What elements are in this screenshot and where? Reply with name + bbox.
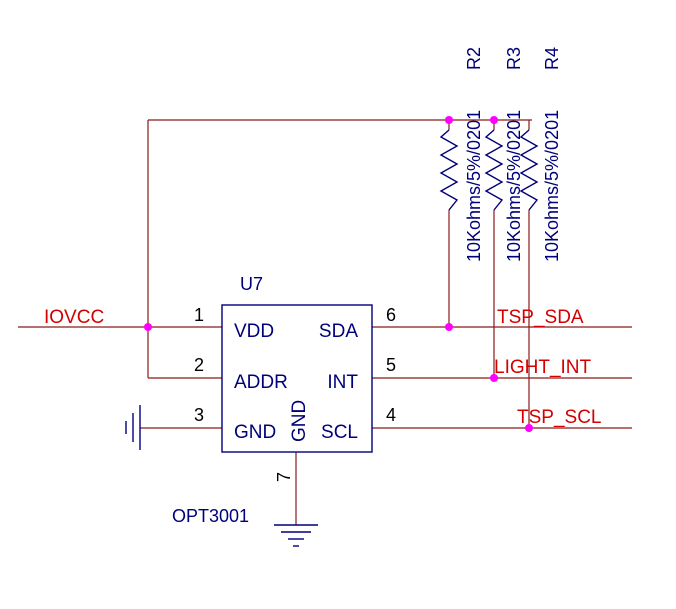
junction-r3-int	[490, 374, 498, 382]
wires	[18, 119, 632, 525]
pin-gnd-pad-name: GND	[289, 400, 310, 442]
ic-u7-refdes: U7	[240, 274, 263, 294]
pin-sda-name: SDA	[319, 321, 358, 342]
junction-r2-sda	[445, 323, 453, 331]
resistor-r2[interactable]: R2 10Kohms/5%/0201	[439, 47, 484, 262]
pin-3-number: 3	[194, 405, 204, 425]
ic-u7-body	[221, 304, 373, 453]
junctions	[144, 116, 533, 432]
resistor-r2-value: 10Kohms/5%/0201	[464, 110, 484, 262]
resistor-r3-value: 10Kohms/5%/0201	[504, 110, 524, 262]
pin-5-number: 5	[386, 355, 396, 375]
pin-addr-name: ADDR	[234, 372, 288, 393]
resistor-r3-refdes: R3	[504, 47, 524, 70]
junction-vcc-vdd	[144, 323, 152, 331]
pin-gnd-name: GND	[234, 422, 276, 443]
junction-r3-top	[490, 116, 498, 124]
resistor-r4-value: 10Kohms/5%/0201	[542, 110, 562, 262]
pin-7-number: 7	[274, 472, 294, 482]
pin-6-number: 6	[386, 305, 396, 325]
pin-scl-name: SCL	[321, 422, 358, 443]
ground-symbol-bottom	[274, 524, 318, 547]
ic-u7[interactable]: U7 OPT3001 VDD ADDR GND SDA INT SCL GND …	[172, 274, 396, 526]
resistor-r4-refdes: R4	[542, 47, 562, 70]
ic-u7-part-number: OPT3001	[172, 506, 249, 526]
resistor-r4-symbol	[519, 129, 539, 211]
ground-symbol-left	[125, 405, 141, 450]
resistor-r2-symbol	[439, 129, 459, 211]
junction-r4-scl	[525, 424, 533, 432]
junction-r2-top	[445, 116, 453, 124]
resistor-r4[interactable]: R4 10Kohms/5%/0201	[519, 47, 562, 262]
pin-4-number: 4	[386, 405, 396, 425]
net-label-tsp-sda: TSP_SDA	[497, 307, 584, 328]
pin-int-name: INT	[327, 372, 358, 393]
net-label-light-int: LIGHT_INT	[494, 357, 592, 378]
resistor-r3-symbol	[484, 129, 504, 211]
pin-2-number: 2	[194, 355, 204, 375]
pin-1-number: 1	[194, 305, 204, 325]
net-label-tsp-scl: TSP_SCL	[517, 407, 601, 428]
resistor-r2-refdes: R2	[464, 47, 484, 70]
net-label-iovcc: IOVCC	[44, 307, 104, 328]
resistor-r3[interactable]: R3 10Kohms/5%/0201	[484, 47, 524, 262]
pin-vdd-name: VDD	[234, 321, 274, 342]
